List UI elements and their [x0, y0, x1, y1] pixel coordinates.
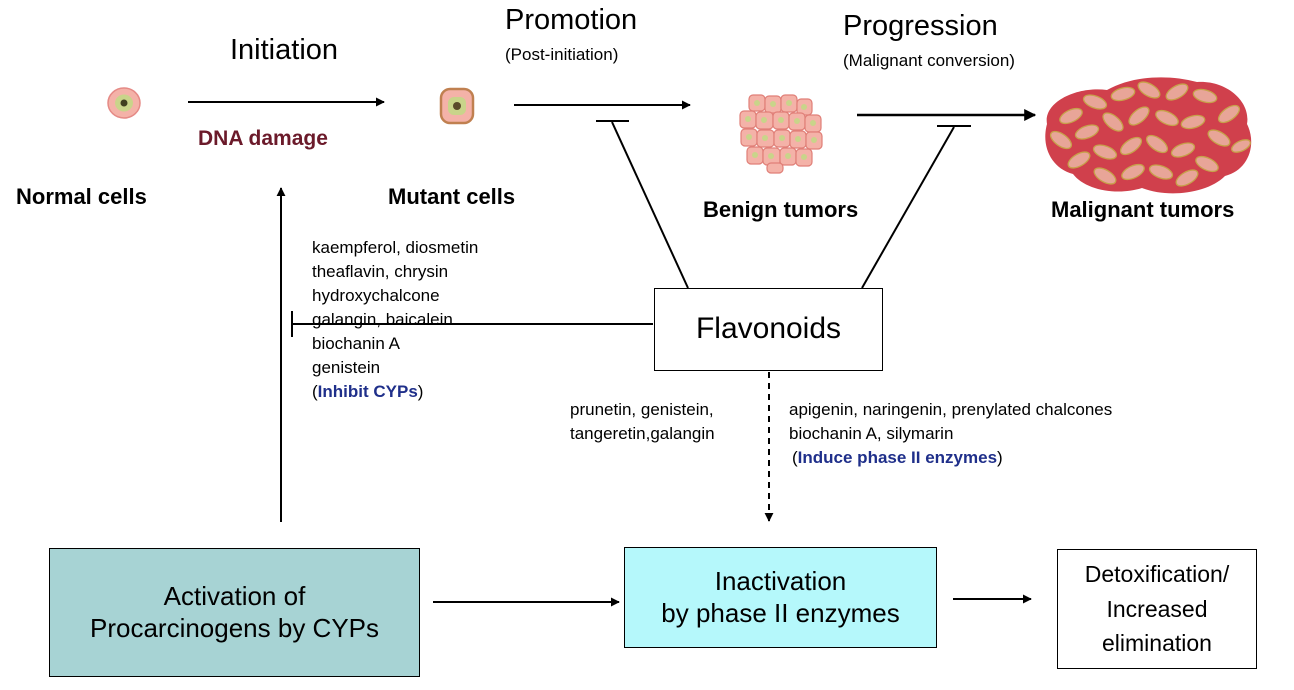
induce-phase2-item: biochanin A, silymarin: [789, 424, 954, 443]
inhibit-cyps-item: hydroxychalcone: [312, 286, 440, 305]
inhibit-cyps-item: theaflavin, chrysin: [312, 262, 449, 281]
benign-tumors-label: Benign tumors: [703, 197, 859, 222]
malignant-tumor-icon: [1045, 77, 1252, 194]
induce-phase2-item: apigenin, naringenin, prenylated chalcon…: [789, 400, 1113, 419]
inactivation-line: by phase II enzymes: [661, 597, 900, 628]
activation-line: Procarcinogens by CYPs: [89, 612, 380, 643]
mutant-cell-icon: [439, 87, 475, 125]
inactivation-phase2-box: Inactivation by phase II enzymes: [624, 547, 937, 648]
stage-title-initiation: Initiation: [230, 34, 339, 66]
activation-line: Activation of: [163, 580, 306, 611]
detox-line: elimination: [1102, 630, 1212, 657]
prunetin-list-item: prunetin, genistein,: [570, 400, 714, 419]
induce-phase2-caption: (Induce phase II enzymes): [792, 448, 1003, 467]
inhibit-line-promotion: [611, 121, 689, 289]
inhibit-cyps-item: galangin, baicalein: [312, 310, 453, 329]
prunetin-list: prunetin, genistein, tangeretin,galangin: [570, 398, 715, 446]
prunetin-list-item: tangeretin,galangin: [570, 424, 715, 443]
dna-damage-label: DNA damage: [198, 127, 328, 150]
inhibit-cyps-item: biochanin A: [312, 334, 400, 353]
activation-procarcinogens-box: Activation of Procarcinogens by CYPs: [49, 548, 420, 677]
normal-cells-label: Normal cells: [16, 184, 147, 209]
inhibit-cyps-item: genistein: [312, 358, 381, 377]
stage-title-progression: Progression: [843, 10, 998, 42]
normal-cell-icon: [107, 87, 141, 119]
inhibit-cyps-item: kaempferol, diosmetin: [312, 238, 479, 257]
induce-phase2-emphasis: Induce phase II enzymes: [797, 448, 998, 467]
inhibit-cyps-list: kaempferol, diosmetin theaflavin, chrysi…: [312, 236, 478, 404]
flavonoids-box: Flavonoids: [654, 288, 883, 371]
inhibit-cyps-caption: (Inhibit CYPs): [312, 382, 424, 401]
mutant-cells-label: Mutant cells: [388, 184, 516, 209]
malignant-tumors-label: Malignant tumors: [1051, 197, 1235, 222]
flavonoids-label: Flavonoids: [695, 312, 842, 346]
benign-tumor-icon: [739, 94, 823, 174]
stage-subtitle-promotion: (Post-initiation): [505, 45, 619, 64]
stage-title-promotion: Promotion: [505, 4, 638, 36]
inactivation-line: Inactivation: [714, 565, 847, 596]
inhibit-line-progression: [861, 126, 955, 289]
induce-phase2-list: apigenin, naringenin, prenylated chalcon…: [789, 398, 1112, 470]
inhibit-cyps-emphasis: Inhibit CYPs: [317, 382, 418, 401]
stage-subtitle-progression: (Malignant conversion): [843, 51, 1015, 70]
detox-line: Detoxification/: [1084, 561, 1230, 588]
detoxification-box: Detoxification/ Increased elimination: [1057, 549, 1257, 669]
detox-line: Increased: [1106, 595, 1208, 622]
